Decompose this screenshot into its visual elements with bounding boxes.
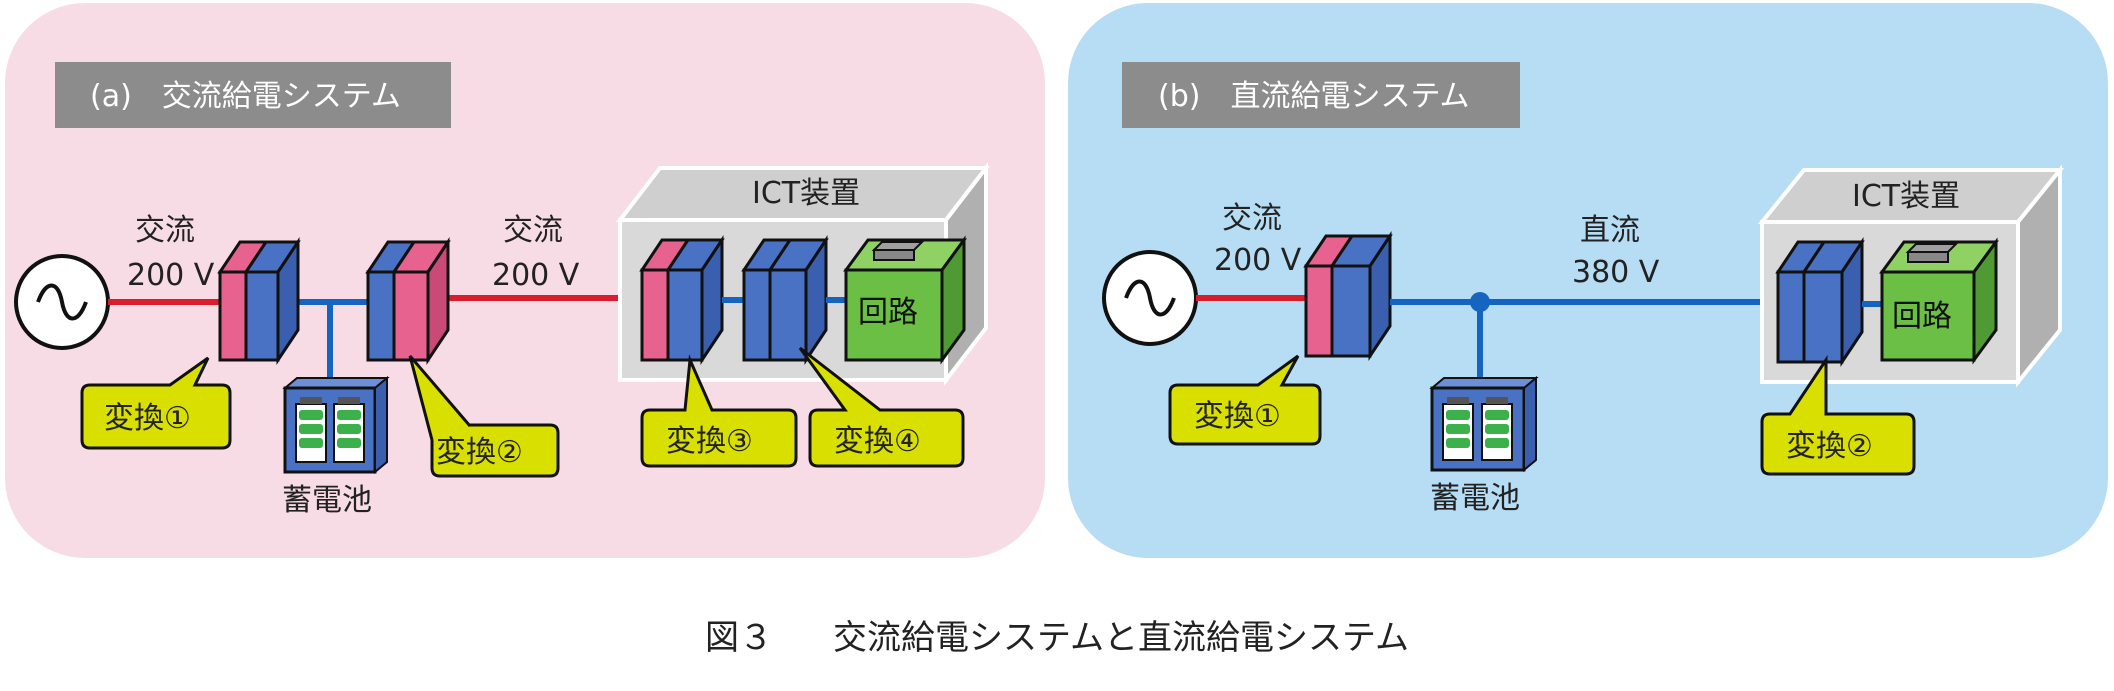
callout-label: 変換① — [1194, 399, 1281, 434]
input-voltage-type-b: 交流 — [1222, 201, 1282, 236]
figure-caption: 図３ 交流給電システムと直流給電システム — [0, 610, 2114, 659]
callout-conversion-3-a: 変換③ — [640, 354, 798, 468]
callout-conversion-2-b: 変換② — [1760, 355, 1916, 476]
middle-voltage-value-a: 200 V — [492, 258, 580, 293]
converter-1-icon — [217, 237, 301, 365]
panel-ac-system: (a) 交流給電システム 交流 200 V — [5, 3, 1045, 558]
input-voltage-value-b: 200 V — [1214, 243, 1302, 278]
battery-label-b: 蓄電池 — [1430, 481, 1520, 516]
callout-label: 変換② — [1786, 429, 1873, 464]
panel-a-title-box — [55, 62, 451, 128]
callout-label: 変換③ — [666, 424, 753, 459]
callout-conversion-4-a: 変換④ — [798, 346, 965, 468]
circuit-label-a: 回路 — [858, 295, 918, 330]
panel-a-title: (a) 交流給電システム — [90, 79, 401, 114]
input-voltage-value-a: 200 V — [127, 258, 215, 293]
ac-source-icon — [14, 254, 110, 350]
panel-b-title: (b) 直流給電システム — [1158, 79, 1470, 114]
battery-icon — [1429, 375, 1539, 473]
circuit-icon-a — [843, 235, 967, 365]
callout-label: 変換① — [104, 401, 191, 436]
figure-caption-text: 交流給電システムと直流給電システム — [833, 618, 1409, 658]
callout-label: 変換② — [436, 435, 523, 470]
converter-3-icon — [639, 235, 725, 365]
circuit-label-b: 回路 — [1892, 299, 1952, 334]
callout-label: 変換④ — [834, 424, 921, 459]
figure-number: 図３ — [705, 618, 774, 658]
bus-voltage-value-b: 380 V — [1572, 255, 1660, 290]
ict-device-label-b: ICT装置 — [1852, 179, 1960, 214]
converter-2-icon — [365, 237, 451, 365]
converter-4-icon — [741, 235, 829, 365]
circuit-icon-b — [1879, 237, 1999, 365]
panel-b-title-box — [1122, 62, 1520, 128]
bus-voltage-type-b: 直流 — [1580, 213, 1640, 248]
input-voltage-type-a: 交流 — [135, 213, 195, 248]
middle-voltage-type-a: 交流 — [503, 213, 563, 248]
panel-dc-system: (b) 直流給電システム 交流 200 V 直流 380 V — [1068, 3, 2108, 558]
ict-device-label-a: ICT装置 — [752, 176, 860, 211]
callout-conversion-1-b: 変換① — [1168, 354, 1322, 446]
converter-2-icon — [1775, 237, 1865, 367]
battery-icon — [282, 375, 390, 475]
power-systems-diagram: .lbl { font-family: "DejaVu Sans", sans-… — [5, 3, 2108, 558]
callout-conversion-1-a: 変換① — [80, 356, 232, 450]
battery-label-a: 蓄電池 — [282, 483, 372, 518]
converter-1-icon — [1303, 231, 1393, 361]
callout-conversion-2-a: 変換② — [408, 355, 560, 478]
ac-source-icon — [1102, 250, 1198, 346]
